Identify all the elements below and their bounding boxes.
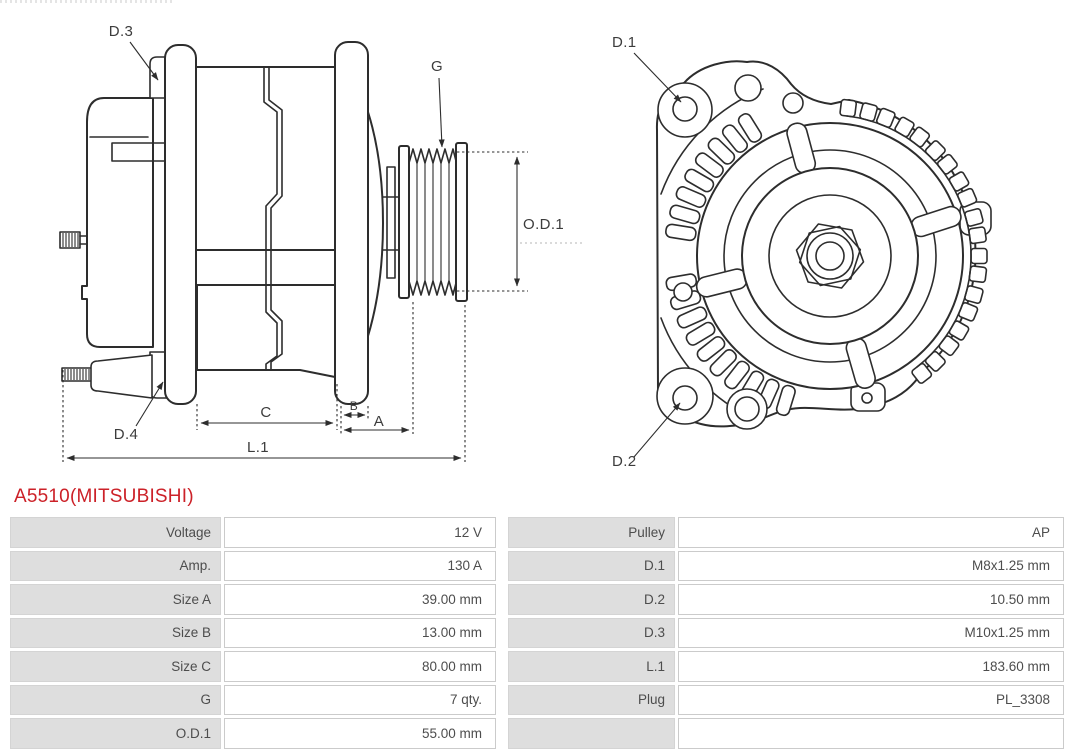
- terminal-stud-lower: [61, 354, 153, 399]
- spec-value: 39.00 mm: [224, 584, 496, 615]
- rear-housing: [81, 97, 154, 348]
- small-hole-left: [673, 282, 693, 302]
- spec-label: D.2: [508, 584, 675, 615]
- leader-d2: [633, 402, 681, 458]
- spec-label: D.1: [508, 550, 675, 581]
- spec-table: Voltage 12 V Pulley AP Amp. 130 A D.1 M8…: [10, 517, 1064, 749]
- housing-joint-line: [263, 66, 278, 371]
- leader-g: [438, 77, 445, 148]
- dim-label-g: G: [431, 58, 443, 75]
- spec-value: 12 V: [224, 517, 496, 548]
- spec-label: Voltage: [10, 517, 221, 548]
- spec-label: Plug: [508, 684, 675, 715]
- column-spacer: [499, 618, 505, 649]
- spec-label: G: [10, 684, 221, 715]
- stator-body-upper: [195, 66, 341, 251]
- stator-tooth-ring: [839, 98, 988, 384]
- dim-label-l1: L.1: [247, 439, 269, 456]
- spec-label: D.3: [508, 617, 675, 648]
- spec-value: 55.00 mm: [224, 718, 496, 749]
- dim-label-d3: D.3: [109, 23, 134, 40]
- stator-body-lower: [196, 284, 341, 379]
- spec-label: Pulley: [508, 517, 675, 548]
- page-edge-artifact: [0, 0, 172, 3]
- spec-label: [508, 718, 675, 749]
- spec-value: 183.60 mm: [678, 651, 1064, 682]
- pulley: [398, 142, 468, 302]
- mount-ear-top: [657, 82, 713, 138]
- spec-value: [678, 718, 1064, 749]
- mount-boss-bottom: [726, 388, 768, 430]
- dim-label-c: C: [260, 404, 271, 421]
- vent-slots-upper: [665, 113, 763, 242]
- column-spacer: [499, 517, 505, 548]
- column-spacer: [499, 584, 505, 615]
- alternator-side-view: D.3 D.4 G O.D.1 C B A L.1: [59, 23, 582, 462]
- spec-value: PL_3308: [678, 684, 1064, 715]
- spec-value: 130 A: [224, 550, 496, 581]
- spec-label: Amp.: [10, 550, 221, 581]
- technical-drawing: D.3 D.4 G O.D.1 C B A L.1: [59, 23, 992, 470]
- top-mount-lug: [149, 56, 168, 99]
- dim-label-d1: D.1: [612, 34, 637, 51]
- dim-label-a: A: [374, 413, 384, 430]
- rear-bracket-flange: [164, 44, 197, 405]
- dim-label-od1: O.D.1: [523, 216, 564, 233]
- spec-value: 10.50 mm: [678, 584, 1064, 615]
- front-bracket-flange: [334, 41, 369, 405]
- vent-slots-lower: [665, 273, 796, 417]
- spec-label: O.D.1: [10, 718, 221, 749]
- spec-label: Size B: [10, 617, 221, 648]
- column-spacer: [499, 551, 505, 582]
- dim-label-b: B: [350, 399, 358, 413]
- rotor-face: [695, 122, 964, 390]
- fan-spokes: [695, 122, 962, 389]
- spec-value: 13.00 mm: [224, 617, 496, 648]
- spec-value: AP: [678, 517, 1064, 548]
- part-number-title: A5510(MITSUBISHI): [14, 486, 194, 507]
- dim-label-d4: D.4: [114, 426, 139, 443]
- shaft: [386, 166, 396, 279]
- spec-value: M8x1.25 mm: [678, 550, 1064, 581]
- spec-label: Size C: [10, 651, 221, 682]
- spec-label: L.1: [508, 651, 675, 682]
- terminal-stud-upper: [59, 231, 88, 249]
- mount-ear-bottom: [656, 367, 714, 425]
- bottom-lug: [850, 382, 886, 412]
- spec-value: 80.00 mm: [224, 651, 496, 682]
- small-hole-top: [782, 92, 804, 114]
- spec-label: Size A: [10, 584, 221, 615]
- column-spacer: [499, 651, 505, 682]
- leader-d4: [135, 381, 164, 427]
- spec-value: M10x1.25 mm: [678, 617, 1064, 648]
- alternator-front-view: D.1 D.2: [612, 34, 992, 470]
- mount-hole-top: [734, 74, 762, 102]
- leader-d1: [633, 52, 682, 103]
- column-spacer: [499, 685, 505, 716]
- spec-value: 7 qty.: [224, 684, 496, 715]
- front-bell: [367, 111, 384, 337]
- dim-label-d2: D.2: [612, 453, 637, 470]
- column-spacer: [499, 718, 505, 749]
- leader-d3: [129, 41, 159, 81]
